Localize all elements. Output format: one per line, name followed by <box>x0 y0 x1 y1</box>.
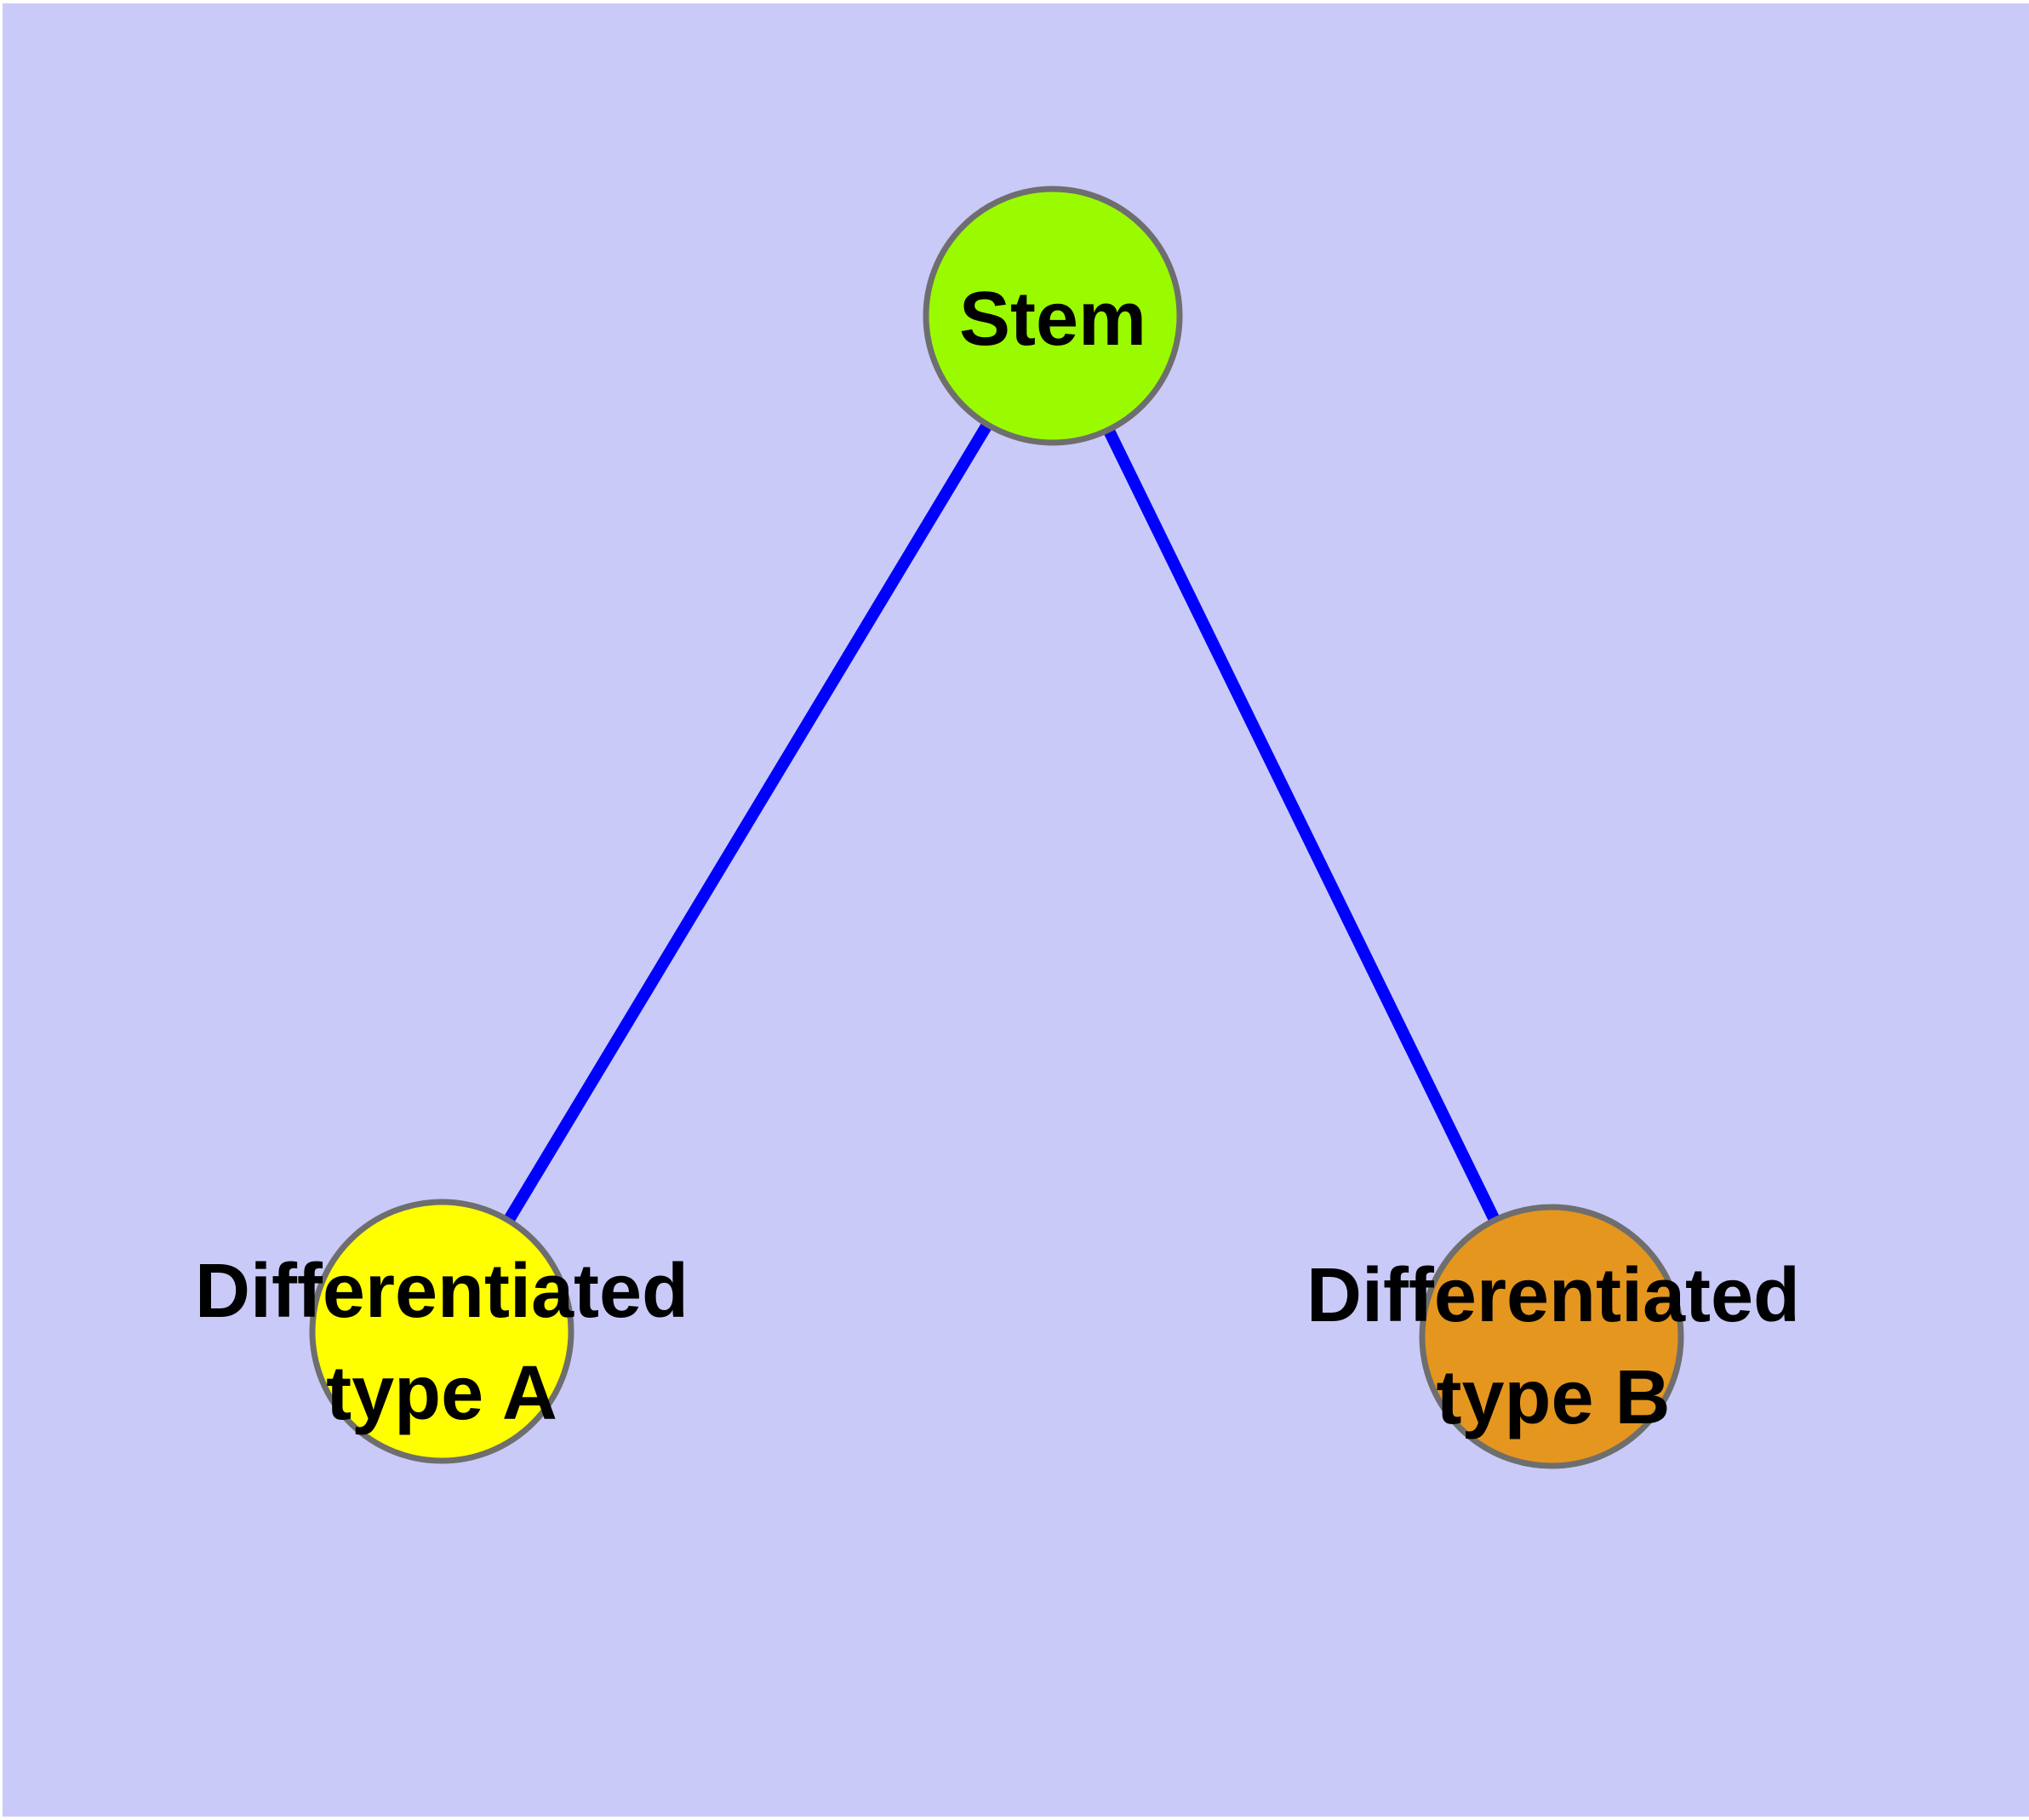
node-stem-label: Stem <box>959 277 1146 362</box>
node-differentiated-type-a-label-line2: type A <box>326 1351 557 1436</box>
node-stem <box>923 186 1183 446</box>
node-differentiated-type-b-label-line1: Differentiated <box>1306 1253 1800 1338</box>
edge-stem-to-type-a <box>437 312 1058 1335</box>
node-differentiated-type-a-label-line1: Differentiated <box>195 1249 689 1334</box>
node-differentiated-type-a <box>309 1199 574 1464</box>
node-differentiated-type-b <box>1419 1204 1684 1469</box>
node-differentiated-type-b-label-line2: type B <box>1436 1355 1670 1440</box>
edge-stem-to-type-b <box>1047 312 1557 1340</box>
